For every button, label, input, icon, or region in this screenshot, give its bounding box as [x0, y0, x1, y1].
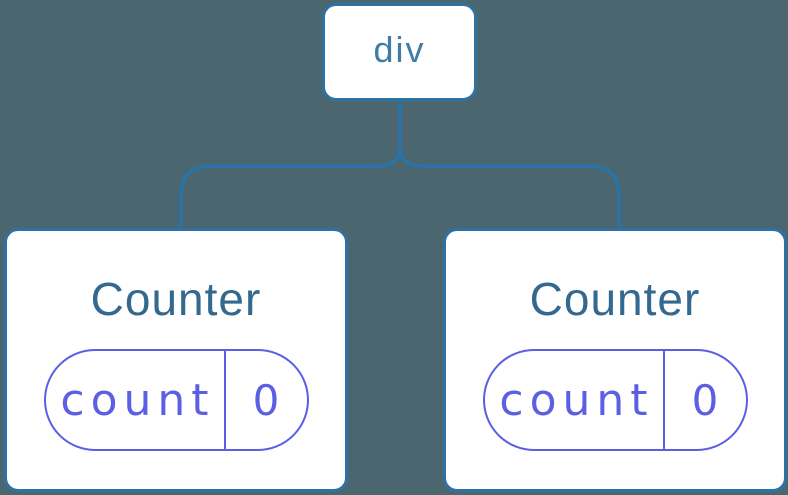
state-key-label: count — [499, 374, 654, 426]
counter-card-left: Counter count 0 — [4, 228, 348, 492]
state-pill: count 0 — [43, 349, 309, 451]
counter-card-right: Counter count 0 — [443, 228, 787, 492]
state-pill-divider — [223, 351, 226, 449]
state-pill: count 0 — [482, 349, 748, 451]
component-title: Counter — [529, 273, 701, 325]
root-node-div: div — [322, 3, 477, 101]
root-node-label: div — [373, 29, 426, 70]
state-value: 0 — [252, 375, 280, 425]
state-value: 0 — [691, 375, 719, 425]
connector-left-branch — [179, 101, 402, 229]
component-title: Counter — [90, 273, 262, 325]
state-key-label: count — [60, 374, 215, 426]
connector-right-branch — [398, 101, 621, 229]
state-pill-divider — [662, 351, 665, 449]
